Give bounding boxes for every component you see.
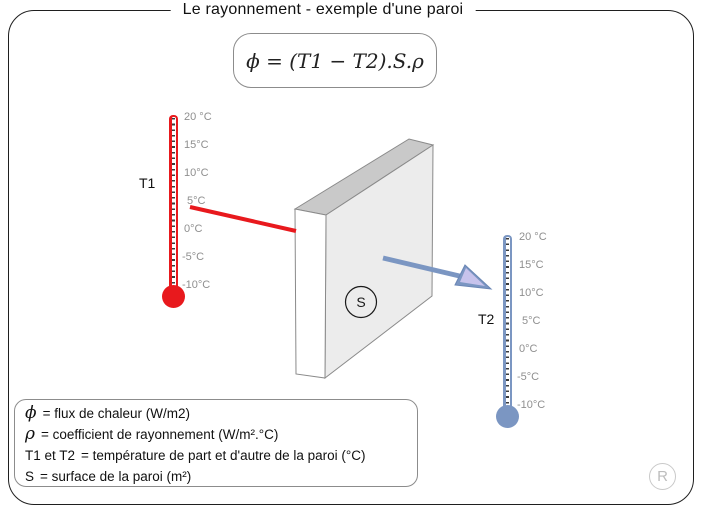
phi-symbol: ϕ: [25, 402, 37, 423]
legend-text: = coefficient de rayonnement (W/m².°C): [41, 427, 279, 442]
thermometer-hot-ticks: [172, 118, 175, 297]
legend-item-flux: ϕ = flux de chaleur (W/m2): [25, 403, 417, 424]
page-title: Le rayonnement - exemple d'une paroi: [170, 1, 476, 19]
heat-flow-out-arrow-shaft: [382, 255, 469, 281]
scale-label: -10°C: [182, 279, 211, 291]
legend-box: ϕ = flux de chaleur (W/m2) ρ = coefficie…: [14, 399, 418, 487]
scale-label: 10°C: [519, 287, 544, 299]
legend-item-coefficient: ρ = coefficient de rayonnement (W/m².°C): [25, 424, 417, 445]
thermometer-cold-tube: [503, 235, 512, 417]
scale-label: 0°C: [184, 223, 203, 235]
scale-label: -5°C: [182, 251, 205, 263]
thermometer-hot-label: T1: [139, 175, 156, 191]
formula-box: ϕ = (T1 − T2).S.ρ: [233, 33, 437, 88]
registered-trademark-watermark: R: [649, 463, 676, 490]
legend-text: = température de part et d'autre de la p…: [81, 448, 366, 463]
temperature-symbols: T1 et T2: [25, 448, 76, 463]
legend-item-temperatures: T1 et T2 = température de part et d'autr…: [25, 445, 417, 466]
rho-symbol: ρ: [25, 423, 35, 444]
scale-label: 20 °C: [184, 111, 212, 123]
surface-circle: [344, 285, 378, 319]
thermometer-cold-bulb: [496, 405, 519, 428]
legend-item-surface: S = surface de la paroi (m²): [25, 466, 417, 487]
legend-text: = flux de chaleur (W/m2): [42, 406, 191, 421]
thermometer-hot-bulb: [162, 285, 185, 308]
thermometer-cold-label: T2: [478, 311, 495, 327]
scale-label: 20 °C: [519, 231, 547, 243]
legend-text: = surface de la paroi (m²): [40, 469, 192, 484]
scale-label: 0°C: [519, 343, 538, 355]
scale-label: 15°C: [184, 139, 209, 151]
scale-label: 10°C: [184, 167, 209, 179]
surface-symbol: S: [25, 469, 35, 484]
scale-label: 5°C: [522, 315, 541, 327]
heat-flow-in-arrow: [189, 205, 297, 233]
surface-label: S: [356, 294, 365, 310]
heat-flow-out-arrowhead-highlight: [460, 268, 485, 286]
formula-text: ϕ = (T1 − T2).S.ρ: [246, 48, 424, 73]
wall-side-face: [294, 208, 327, 379]
scale-label: 5°C: [187, 195, 206, 207]
thermometer-cold-ticks: [506, 238, 509, 417]
scale-label: -5°C: [517, 371, 540, 383]
wall-front-face: [324, 144, 434, 380]
thermometer-hot-tube: [169, 115, 178, 297]
scale-label: 15°C: [519, 259, 544, 271]
scale-label: -10°C: [517, 399, 546, 411]
